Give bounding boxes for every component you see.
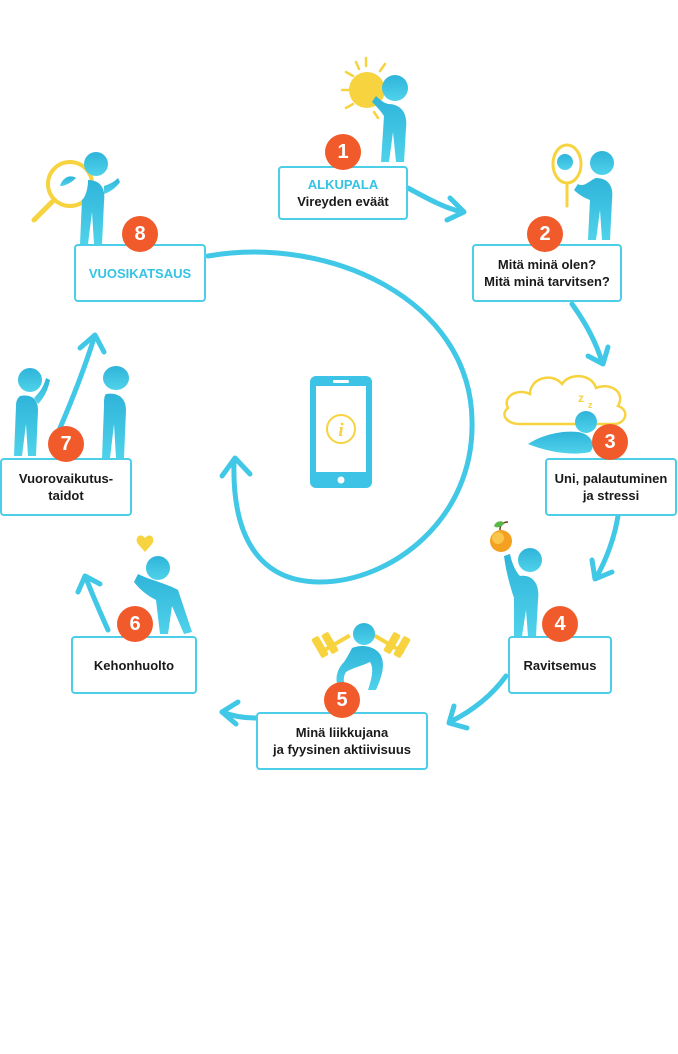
step-6-badge: 6 [117, 606, 153, 642]
step-7-badge: 7 [48, 426, 84, 462]
step-4-badge: 4 [542, 606, 578, 642]
step-3-box[interactable]: Uni, palautuminen ja stressi [545, 458, 677, 516]
dumbbell-person-icon [311, 623, 411, 690]
step-8-title: VUOSIKATSAUS [88, 265, 192, 281]
step-2-line-2: Mitä minä tarvitsen? [484, 274, 610, 289]
step-5-line-2: ja fyysinen aktiivisuus [272, 742, 411, 757]
step-6-line-1: Kehonhuolto [93, 657, 175, 673]
arrow-6-to-7 [83, 575, 111, 633]
sun-person-icon [340, 56, 408, 162]
step-1-title: ALKUPALA [307, 177, 379, 192]
step-1-box[interactable]: ALKUPALA Vireyden eväät [278, 166, 408, 220]
arrowhead-4-to-5 [446, 703, 470, 731]
step-4-box[interactable]: Ravitsemus [508, 636, 612, 694]
info-glyph: i [338, 420, 344, 441]
two-people-icon [14, 366, 129, 458]
mirror-person-icon [551, 143, 614, 240]
svg-text:z: z [578, 391, 584, 405]
step-7-line-2: taidot [48, 488, 84, 503]
step-7-box[interactable]: Vuorovaikutus- taidot [0, 458, 132, 516]
step-3-line-2: ja stressi [582, 488, 640, 503]
step-5-line-1: Minä liikkujana [295, 725, 389, 740]
phone-info-icon[interactable]: i [310, 376, 372, 488]
step-2-box[interactable]: Mitä minä olen? Mitä minä tarvitsen? [472, 244, 622, 302]
arrowhead-7-to-8 [77, 332, 107, 355]
step-8-box[interactable]: VUOSIKATSAUS [74, 244, 206, 302]
arrow-4-to-5 [447, 673, 509, 725]
step-5-box[interactable]: Minä liikkujana ja fyysinen aktiivisuus [256, 712, 428, 770]
sleeping-person-icon: z z [503, 375, 627, 454]
arrow-2-to-3 [569, 301, 605, 365]
step-1-badge: 1 [325, 134, 361, 170]
center-spiral-arrow [205, 249, 475, 585]
step-3-line-1: Uni, palautuminen [554, 471, 668, 486]
step-2-badge: 2 [527, 216, 563, 252]
step-5-badge: 5 [324, 682, 360, 718]
center-spiral-arrowhead [219, 455, 253, 479]
magnifier-person-icon [31, 152, 120, 244]
svg-text:z: z [588, 400, 593, 410]
arrowhead-2-to-3 [585, 344, 611, 367]
arrow-7-to-8 [57, 335, 97, 431]
step-8-badge: 8 [122, 216, 158, 252]
arrowhead-3-to-4 [589, 557, 615, 582]
step-3-badge: 3 [592, 424, 628, 460]
step-6-box[interactable]: Kehonhuolto [71, 636, 197, 694]
arrow-3-to-4 [593, 513, 621, 581]
step-4-line-1: Ravitsemus [523, 657, 597, 673]
arrowhead-6-to-7 [75, 573, 103, 595]
step-2-line-1: Mitä minä olen? [497, 257, 597, 272]
apple-person-icon [490, 521, 542, 636]
arrow-1-to-2 [405, 185, 465, 215]
arrowhead-5-to-6 [219, 699, 241, 727]
stretching-person-icon [134, 535, 192, 634]
step-7-line-1: Vuorovaikutus- [18, 471, 114, 486]
arrowhead-1-to-2 [444, 195, 467, 223]
step-1-line-1: Vireyden eväät [297, 194, 389, 209]
